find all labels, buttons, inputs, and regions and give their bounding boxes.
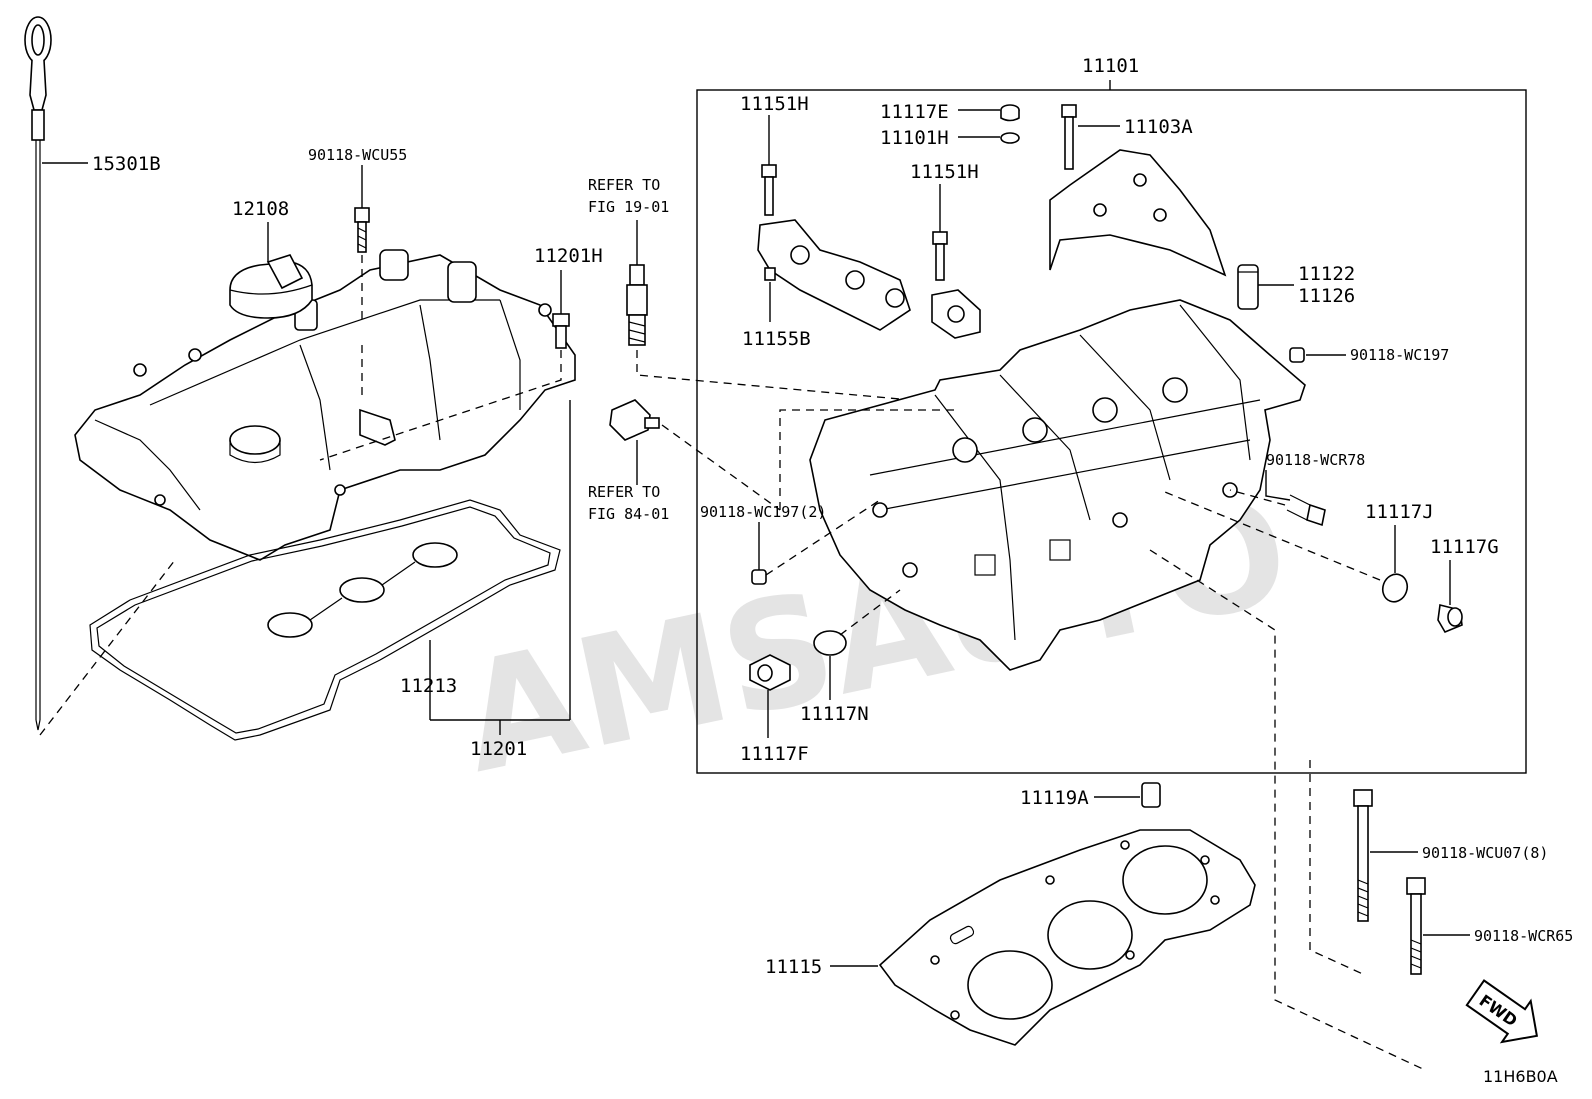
label-11213: 11213 — [400, 675, 457, 697]
label-11122: 11122 — [1298, 263, 1355, 285]
camshaft-cap-mid-part — [931, 289, 981, 339]
oil-cap-part — [229, 254, 313, 319]
figure-code: 11H6B0A — [1483, 1067, 1558, 1086]
ring-11117n-part — [813, 630, 847, 656]
label-90118-wcu55: 90118-WCU55 — [308, 146, 407, 164]
head-assembly-frame — [696, 89, 1527, 774]
plug-11117g-part — [1437, 604, 1463, 634]
label-11201h: 11201H — [534, 245, 603, 267]
sensor-part — [609, 399, 660, 441]
label-90118-wc197-2: 90118-WC197(2) — [700, 503, 826, 521]
spark-plug-part — [626, 264, 648, 346]
label-11117n: 11117N — [800, 703, 869, 725]
camshaft-cap-left-part — [757, 219, 911, 331]
label-11101: 11101 — [1082, 55, 1139, 77]
ring-11101h-part — [1000, 132, 1020, 144]
dowel-11119a-part — [1141, 782, 1161, 808]
label-11201: 11201 — [470, 738, 527, 760]
label-11155b: 11155B — [742, 328, 811, 350]
label-11117g: 11117G — [1430, 536, 1499, 558]
bolt-11151h-a-part — [761, 164, 777, 216]
label-90118-wcu07-8: 90118-WCU07(8) — [1422, 844, 1548, 862]
label-90118-wcr65: 90118-WCR65 — [1474, 927, 1573, 945]
bolt-11201h-part — [552, 313, 570, 349]
head-cover-plate-part — [1049, 149, 1227, 277]
refer-fig-19-01-line1: REFER TO — [588, 176, 660, 194]
fwd-arrow-icon: FWD — [1465, 979, 1539, 1044]
plug-11117f-part — [749, 654, 791, 691]
label-90118-wc197: 90118-WC197 — [1350, 346, 1449, 364]
bolt-wcu55-part — [354, 207, 370, 253]
label-11119a: 11119A — [1020, 787, 1089, 809]
bolt-wcr78-part — [1286, 494, 1326, 527]
refer-fig-19-01-line2: FIG 19-01 — [588, 198, 669, 216]
bolt-wcu07-part — [1353, 789, 1373, 922]
valve-cover-part — [74, 249, 576, 561]
bolt-11103a-part — [1061, 104, 1077, 170]
bolt-wcr65-part — [1406, 877, 1426, 975]
label-11151h-a: 11151H — [740, 93, 809, 115]
valve-guide-part — [1237, 264, 1259, 310]
refer-fig-84-01-line2: FIG 84-01 — [588, 505, 669, 523]
label-11103a: 11103A — [1124, 116, 1193, 138]
label-11117j: 11117J — [1365, 501, 1434, 523]
head-gasket-part — [878, 829, 1256, 1046]
label-11117f: 11117F — [740, 743, 809, 765]
label-12108: 12108 — [232, 198, 289, 220]
bolt-11151h-b-part — [932, 231, 948, 281]
plug-wc197-part — [1289, 347, 1305, 363]
label-15301b: 15301B — [92, 153, 161, 175]
label-11126: 11126 — [1298, 285, 1355, 307]
label-11117e: 11117E — [880, 101, 949, 123]
cover-gasket-part — [89, 499, 561, 741]
cylinder-head-part — [809, 299, 1306, 671]
label-11101h: 11101H — [880, 127, 949, 149]
plug-11117e-part — [1000, 104, 1020, 122]
plug-wc197-2-part — [751, 569, 767, 585]
ring-11117j-part — [1381, 573, 1409, 603]
label-11115: 11115 — [765, 956, 822, 978]
dowel-11155b-part — [764, 267, 776, 281]
refer-fig-84-01-line1: REFER TO — [588, 483, 660, 501]
dipstick-part — [24, 16, 52, 731]
label-90118-wcr78: 90118-WCR78 — [1266, 451, 1365, 469]
label-11151h-b: 11151H — [910, 161, 979, 183]
